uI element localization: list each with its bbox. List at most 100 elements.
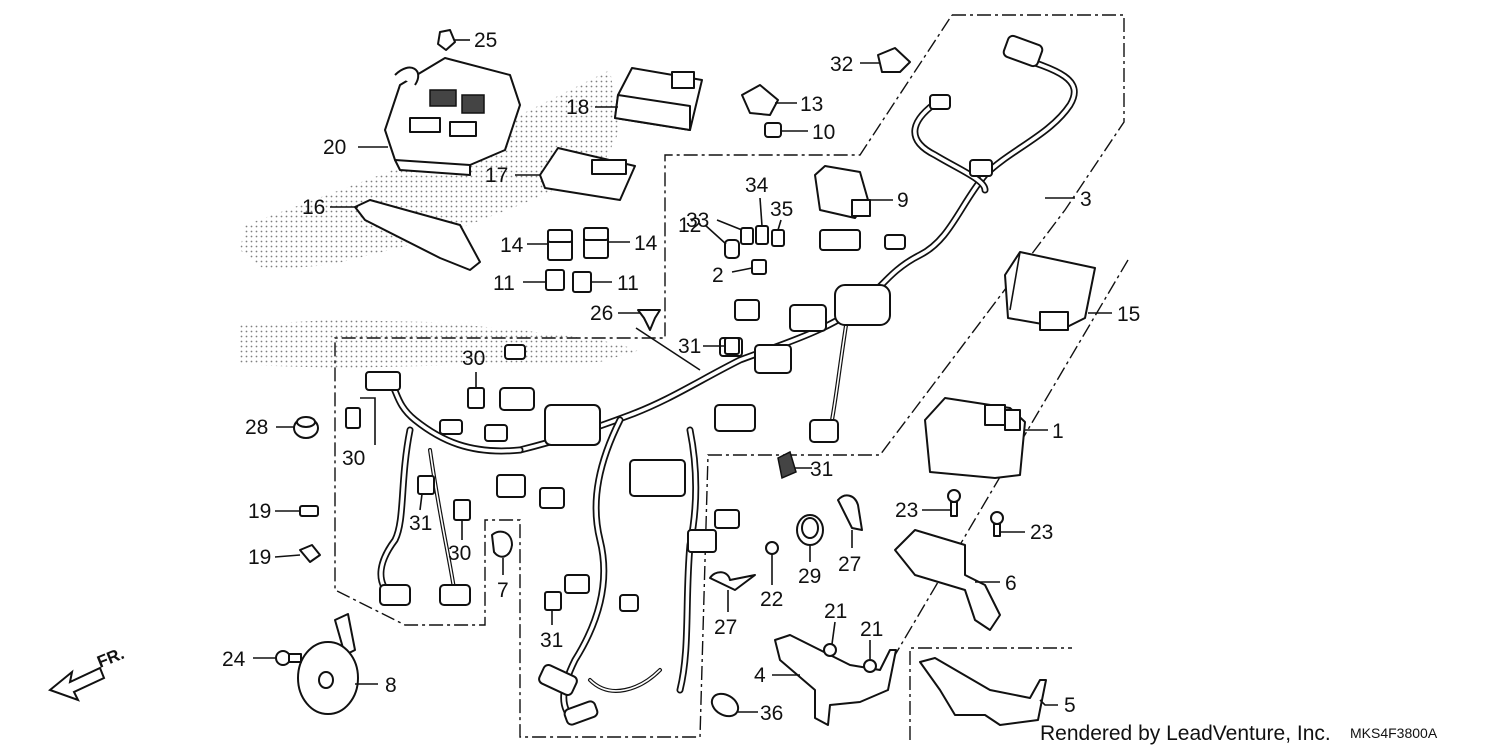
part-6-bracket[interactable]	[894, 529, 1001, 631]
callout-8: 8	[385, 674, 397, 697]
main-wire-harness[interactable]	[365, 34, 1078, 726]
callout-6: 6	[1005, 572, 1017, 595]
part-30-clamp-c[interactable]	[453, 499, 471, 540]
callout-22: 22	[760, 588, 783, 611]
render-credit: Rendered by LeadVenture, Inc.	[1040, 722, 1331, 745]
part-13-relay[interactable]	[741, 84, 797, 116]
part-34-connector[interactable]	[755, 197, 769, 245]
callout-35: 35	[770, 198, 793, 221]
callout-31-bottom: 31	[540, 629, 563, 652]
callout-19-top: 19	[248, 500, 271, 523]
callout-25: 25	[474, 29, 497, 52]
callout-14-left: 14	[500, 234, 524, 257]
callout-24: 24	[222, 648, 246, 671]
part-19-clip-b[interactable]	[274, 544, 321, 563]
part-18-module[interactable]	[595, 67, 703, 131]
callout-28: 28	[245, 416, 268, 439]
callout-32: 32	[830, 53, 853, 76]
part-2-connector[interactable]	[731, 259, 767, 275]
front-label: FR.	[94, 644, 127, 672]
callout-23-left: 23	[895, 499, 918, 522]
part-19-bolt-a[interactable]	[275, 505, 319, 517]
callout-3: 3	[1080, 188, 1092, 211]
part-17-module[interactable]	[515, 147, 636, 201]
part-10-bulb[interactable]	[764, 122, 808, 138]
part-31-clamp-d[interactable]	[544, 591, 562, 625]
callout-30-left: 30	[342, 447, 365, 470]
front-direction-arrow: FR.	[47, 644, 127, 702]
part-14-relay-right[interactable]	[583, 227, 630, 259]
part-30-clamp-a[interactable]	[345, 397, 376, 445]
callout-11-left: 11	[493, 272, 515, 295]
part-27-tie-left[interactable]	[709, 571, 756, 612]
part-31-clamp-b[interactable]	[777, 450, 812, 480]
part-4-stay[interactable]	[772, 634, 897, 726]
callout-1: 1	[1052, 420, 1064, 443]
part-28-cap[interactable]	[276, 416, 319, 439]
part-9-unit[interactable]	[814, 165, 893, 219]
callout-31-left: 31	[409, 512, 432, 535]
callout-34: 34	[745, 174, 769, 197]
callout-14-right: 14	[634, 232, 658, 255]
callout-27-right: 27	[838, 553, 861, 576]
part-26-clip[interactable]	[618, 309, 701, 371]
callout-23-right: 23	[1030, 521, 1053, 544]
part-25-clip[interactable]	[437, 29, 470, 51]
callout-33: 33	[686, 209, 709, 232]
part-20-fuse-box[interactable]	[358, 57, 521, 176]
part-31-clamp-c[interactable]	[417, 475, 435, 511]
part-22-bolt[interactable]	[765, 541, 779, 585]
part-15-control-unit[interactable]	[1004, 251, 1112, 331]
part-24-bolt[interactable]	[253, 650, 302, 666]
part-8-horn[interactable]	[297, 613, 378, 715]
diagram-code: MKS4F3800A	[1350, 725, 1438, 741]
callout-9: 9	[897, 189, 909, 212]
callout-15: 15	[1117, 303, 1140, 326]
part-35-connector[interactable]	[771, 219, 785, 247]
part-30-clamp-b[interactable]	[467, 372, 485, 409]
part-11-relay-right[interactable]	[572, 271, 612, 293]
part-16-cover[interactable]	[330, 199, 481, 271]
part-23-bolt-right[interactable]	[990, 511, 1025, 537]
part-21-bolt-right[interactable]	[863, 640, 877, 673]
part-23-bolt-left[interactable]	[922, 489, 961, 517]
part-36-band[interactable]	[708, 689, 758, 720]
part-5-stay[interactable]	[919, 657, 1058, 726]
callout-12: 12	[678, 214, 701, 237]
callout-21-right: 21	[860, 618, 883, 641]
callout-7: 7	[497, 579, 509, 602]
part-32-grommet[interactable]	[860, 47, 911, 73]
part-12-bulb[interactable]	[704, 224, 740, 259]
part-27-tie-right[interactable]	[837, 494, 863, 548]
callout-21-left: 21	[824, 600, 847, 623]
part-14-relay-left[interactable]	[527, 229, 573, 261]
callout-18: 18	[566, 96, 589, 119]
callout-31-right: 31	[810, 458, 833, 481]
callout-36: 36	[760, 702, 783, 725]
part-33-connector[interactable]	[716, 219, 754, 245]
callout-4: 4	[754, 664, 766, 687]
callout-29: 29	[798, 565, 821, 588]
callout-2: 2	[712, 264, 724, 287]
callout-17: 17	[485, 164, 508, 187]
callout-13: 13	[800, 93, 823, 116]
callout-16: 16	[302, 196, 325, 219]
part-29-rubber-mount[interactable]	[796, 514, 824, 562]
callout-27-left: 27	[714, 616, 737, 639]
part-31-clamp-a[interactable]	[703, 337, 740, 355]
callout-20: 20	[323, 136, 346, 159]
part-7-grommet[interactable]	[491, 530, 513, 575]
callout-10: 10	[812, 121, 835, 144]
callout-labels: 1 2 3 4 5 6 7 8 9 10 11 11 12 13 14 14 1…	[222, 29, 1140, 725]
callout-30-top: 30	[462, 347, 485, 370]
part-11-relay-left[interactable]	[523, 269, 565, 291]
callout-19-bottom: 19	[248, 546, 271, 569]
callout-5: 5	[1064, 694, 1076, 717]
callout-30-bottom: 30	[448, 542, 471, 565]
callout-31-top: 31	[678, 335, 701, 358]
callout-11-right: 11	[617, 272, 639, 295]
arrow-left-icon	[47, 666, 106, 702]
part-21-bolt-left[interactable]	[823, 621, 837, 657]
part-1-ecm[interactable]	[924, 397, 1048, 479]
